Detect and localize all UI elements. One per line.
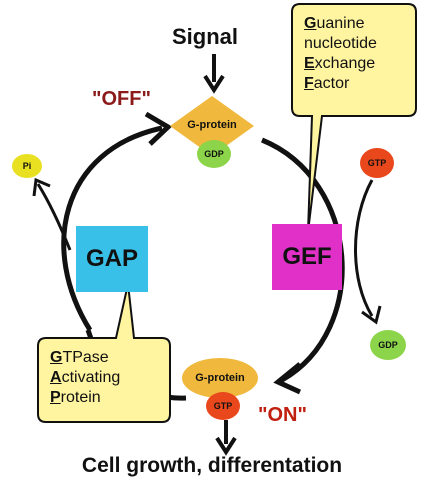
gef-box: GEF [272, 224, 342, 290]
gap-to-off-arrow [61, 125, 163, 332]
output-arrow-head [215, 436, 237, 456]
gap-callout-text: GTPase Activating Protein [50, 348, 120, 408]
gap-callout-line: GTPase [50, 349, 109, 366]
gprotein-on-shape: G-protein [182, 358, 258, 398]
gap-callout-bubble [37, 283, 171, 423]
pi-release-arrow-head [32, 177, 51, 197]
gap-to-off-arrow-head [144, 111, 173, 146]
gdp-release-arrow-head [361, 305, 382, 325]
gap-callout-line: Activating [50, 369, 121, 386]
free-gdp-ball: GDP [370, 330, 406, 360]
gap-callout-line: Protein [50, 389, 101, 406]
free-gtp-ball: GTP [360, 148, 394, 178]
signal-arrow-head [203, 74, 225, 94]
signal-label: Signal [172, 24, 239, 49]
on-state-label: "ON" [258, 404, 307, 426]
gef-callout-bubble [291, 3, 417, 233]
pi-release-arrow [36, 183, 72, 251]
pi-ball: Pi [12, 154, 42, 178]
off-to-on-arrow-head [273, 362, 302, 395]
gprotein-off-label: G-protein [187, 119, 237, 131]
cell-growth-label: Cell growth, differentation [81, 454, 343, 477]
gdp-release-arrow [354, 179, 374, 317]
gprotein-off-shape [170, 96, 254, 156]
gdp-bound-ball: GDP [197, 140, 231, 168]
gef-callout-line: Guanine [304, 15, 365, 32]
gap-box: GAP [76, 226, 148, 292]
gef-callout-line: Exchange [304, 55, 376, 72]
gef-callout-text: Guanine nucleotide Exchange Factor [304, 14, 377, 94]
gtp-bound-ball: GTP [206, 392, 240, 420]
gef-callout-line: Factor [304, 75, 350, 92]
off-state-label: "OFF" [92, 88, 151, 110]
gef-callout-line: nucleotide [304, 35, 377, 52]
